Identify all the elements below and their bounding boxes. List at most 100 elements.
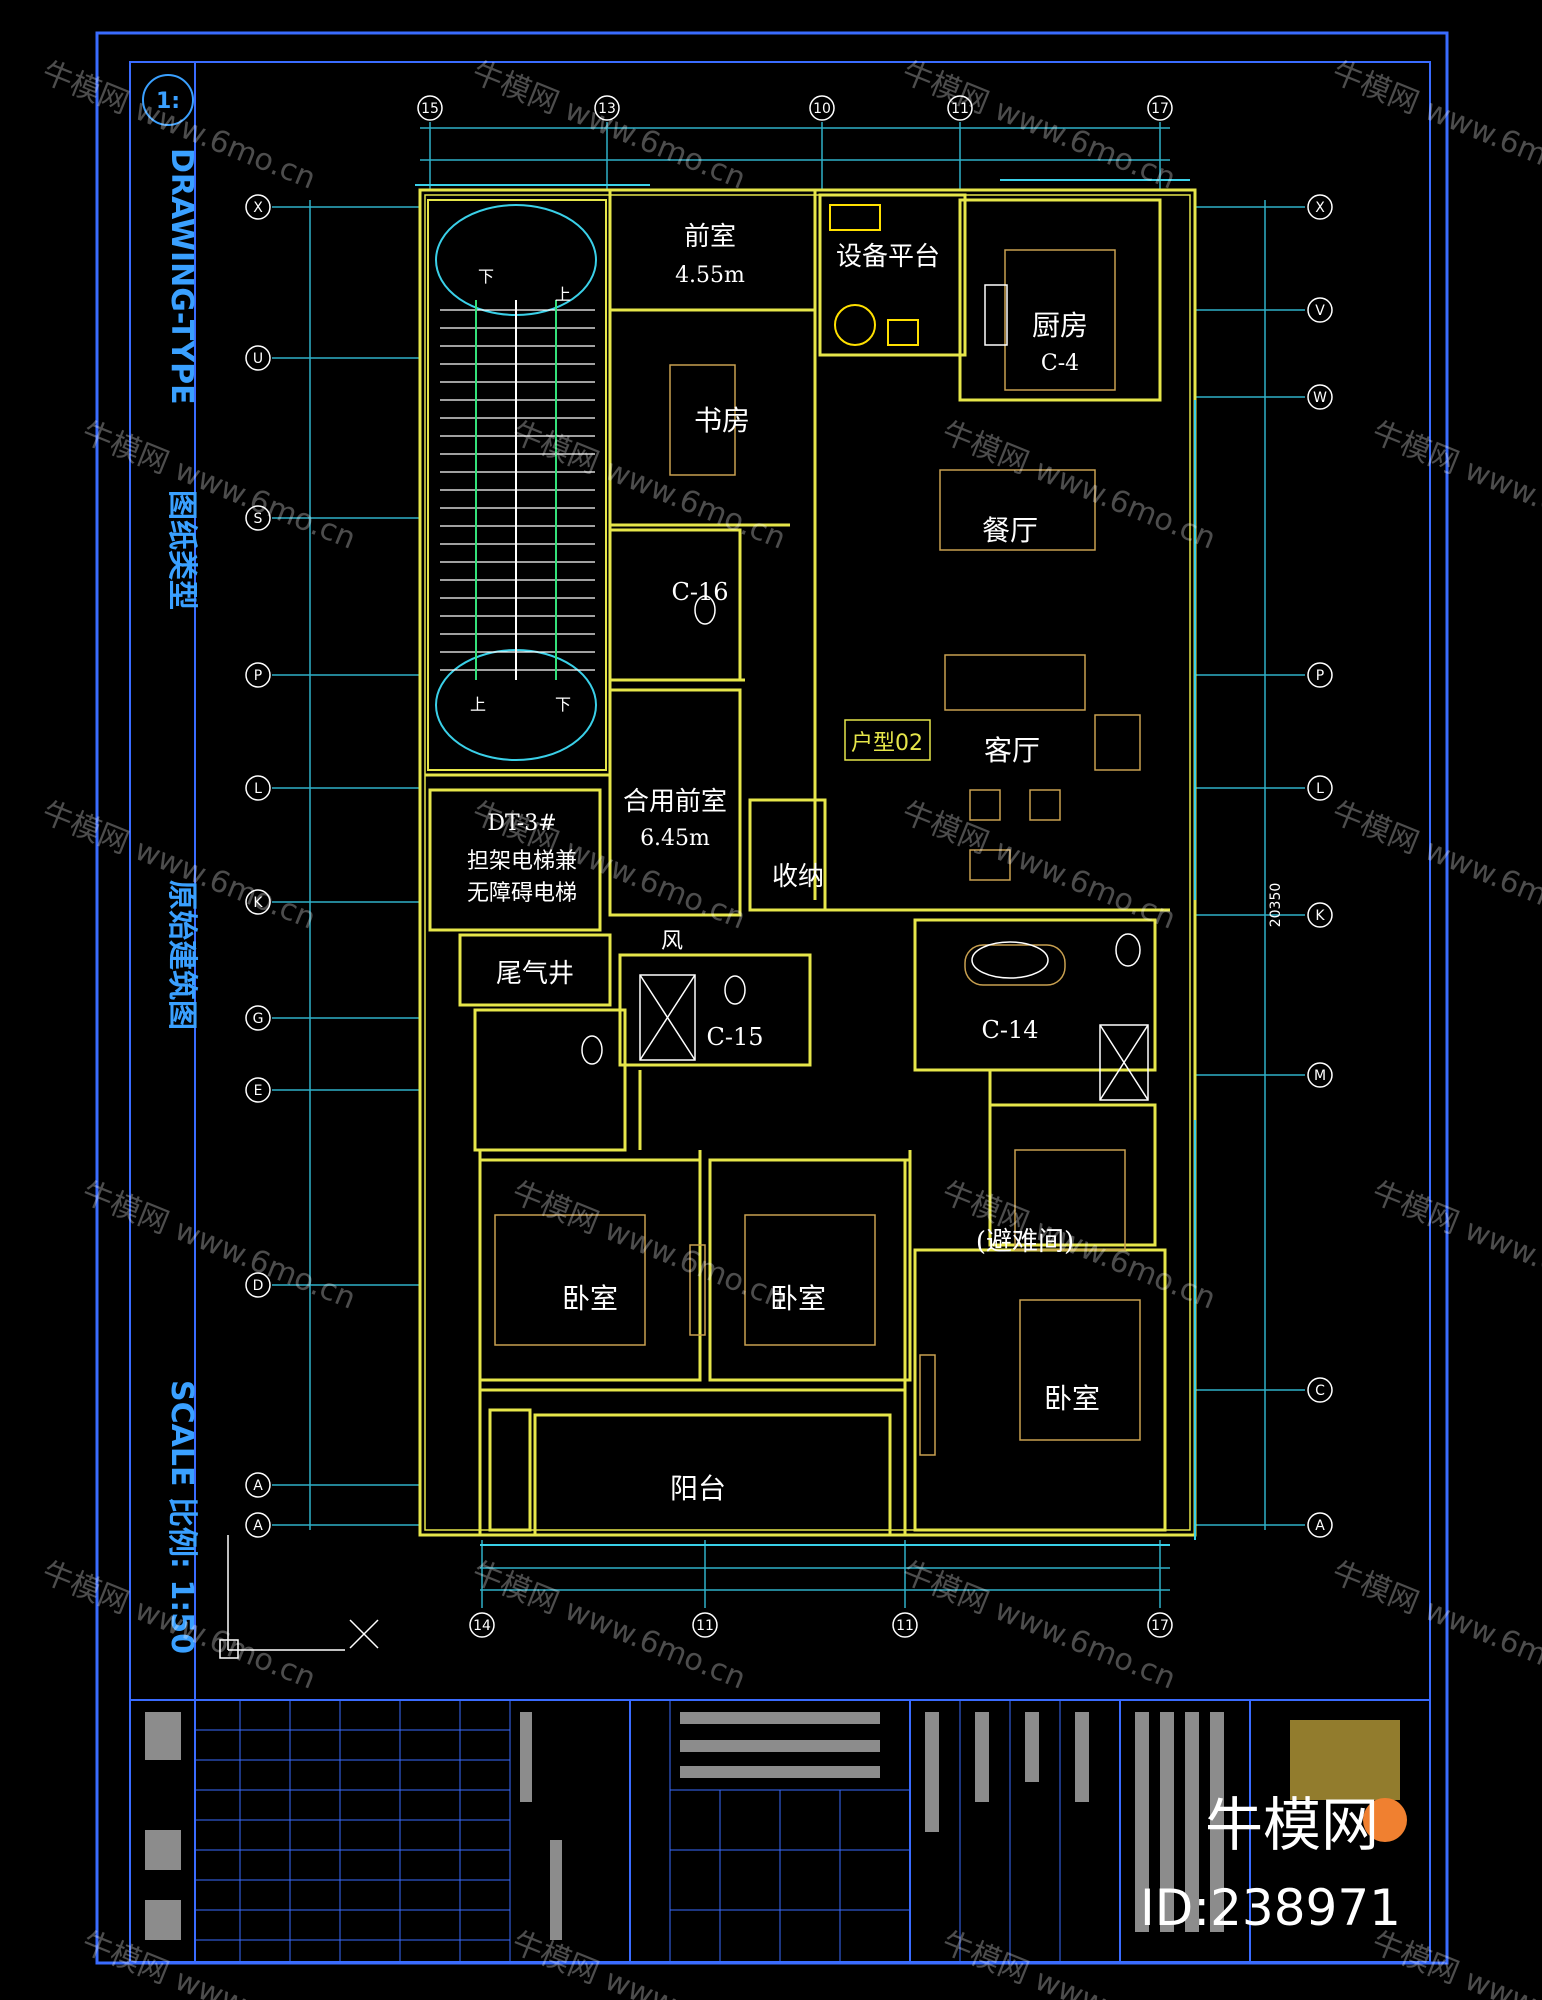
watermark-url: www.6mo.cn [1420,832,1542,936]
grid-bubble-right-text: X [1315,200,1325,216]
watermark-url: www.6mo.cn [1030,452,1221,556]
watermark-brand: 牛模网 [37,795,134,861]
grid-bubble-top-text: 11 [951,101,969,117]
grid-bubble-top [1147,95,1173,121]
grid-bubble-bottom [892,1612,918,1638]
watermark-url: www.6mo.cn [1460,1962,1542,2000]
watermark-url: www.6mo.cn [560,92,751,196]
label-refuge-room: (避难间) [976,1227,1074,1257]
label-dining: 餐厅 [982,514,1038,547]
label-balcony: 阳台 [670,1472,726,1505]
label-bedroom-3: 卧室 [1044,1382,1100,1415]
grid-bubble-right [1307,1062,1333,1088]
grid-bubble-right-text: C [1315,1383,1325,1399]
ucs-icon [219,1535,379,1659]
drawing-number: 1: [156,89,180,114]
label-wind: 风 [661,929,683,954]
watermark-url: www.6mo.cn [130,1592,321,1696]
grid-bubble-left [245,1472,271,1498]
glazing [415,179,1196,1546]
label-storage: 收纳 [772,862,824,892]
grid-bubble-right-text: A [1315,1518,1325,1534]
watermark-url: www.6mo.cn [560,1592,751,1696]
label-entrance-hall: 前室 [684,222,736,252]
grid-bubble-left-text: A [253,1478,263,1494]
grid-bubble-right-text: V [1315,303,1325,319]
grid-bubble-top [417,95,443,121]
label-stair-down-bottom: 下 [555,695,571,714]
watermark-brand: 牛模网 [1367,1175,1464,1241]
watermark-url: www.6mo.cn [1030,1962,1221,2000]
watermark-brand: 牛模网 [37,55,134,121]
drawing-type-en: DRAWING-TYPE [164,148,199,405]
grid-bubble-left [245,662,271,688]
unit-type-box [844,719,931,761]
drawing-scale: SCALE 比例: 1:50 [164,1380,199,1654]
watermark-brand: 牛模网 [77,415,174,481]
watermark-url: www.6mo.cn [170,1212,361,1316]
label-exhaust-shaft: 尾气井 [496,959,574,989]
watermark-url: www.6mo.cn [170,1962,361,2000]
grid-bubble-right [1307,384,1333,410]
watermark-url: www.6mo.cn [1420,92,1542,196]
watermark-brand: 牛模网 [467,1555,564,1621]
grid-bubble-left [245,889,271,915]
watermark-url: www.6mo.cn [600,1212,791,1316]
drawing-number-circle [142,74,194,126]
sanitary-fixtures [581,284,1149,1101]
label-shared-hall: 合用前室 [623,787,727,817]
watermark-brand: 牛模网 [897,795,994,861]
label-living: 客厅 [984,734,1040,767]
grid-bubble-left-text: X [253,200,263,216]
grid-bubble-top-text: 17 [1151,101,1169,117]
grid-bubble-bottom [692,1612,718,1638]
grid-bubble-left-text: L [254,781,262,797]
grid-bubble-bottom-text: 11 [696,1618,714,1634]
grid-bubble-top-text: 15 [421,101,439,117]
grid-bubble-right-text: L [1316,781,1324,797]
grid-bubble-left [245,1512,271,1538]
grid-bubble-right-text: K [1315,908,1325,924]
grid-bubble-top-text: 13 [598,101,616,117]
grid-bubble-right [1307,297,1333,323]
grid-bubble-top-text: 10 [813,101,831,117]
label-bath-c16: C-16 [671,578,728,606]
label-bath-c14: C-14 [981,1016,1038,1044]
grid-bubble-left-text: D [253,1278,264,1294]
grid-bubble-bottom [469,1612,495,1638]
room-labels: 前室 4.55m 设备平台 厨房 C-4 书房 餐厅 C-16 户型02 客厅 … [467,222,1100,1505]
grid-bubble-left-text: G [253,1011,264,1027]
watermark-brand: 牛模网 [467,55,564,121]
grid-bubble-left [245,194,271,220]
grid-bubble-right [1307,902,1333,928]
label-kitchen-code: C-4 [1041,351,1079,376]
title-block [129,1699,1431,1963]
grid-bubble-right [1307,1377,1333,1403]
grid-bubble-left [245,1077,271,1103]
label-shared-hall-area: 6.45m [640,826,710,851]
grid-bubble-left-text: K [253,895,263,911]
grid-bubble-right [1307,662,1333,688]
label-elevator-desc-1: 担架电梯兼 [467,849,577,874]
watermark-url: www.6mo.cn [130,92,321,196]
grid-bubble-bottom [1147,1612,1173,1638]
grid-bubble-bottom-text: 14 [473,1618,491,1634]
watermark-url: www.6mo.cn [600,1962,791,2000]
dimension-value: 20350 [1268,883,1284,928]
watermark-brand: 牛模网 [1327,1555,1424,1621]
grid-bubble-right [1307,775,1333,801]
label-equipment-platform: 设备平台 [836,242,940,272]
label-bath-c15: C-15 [706,1023,763,1051]
grid-bubble-left-text: P [254,668,262,684]
